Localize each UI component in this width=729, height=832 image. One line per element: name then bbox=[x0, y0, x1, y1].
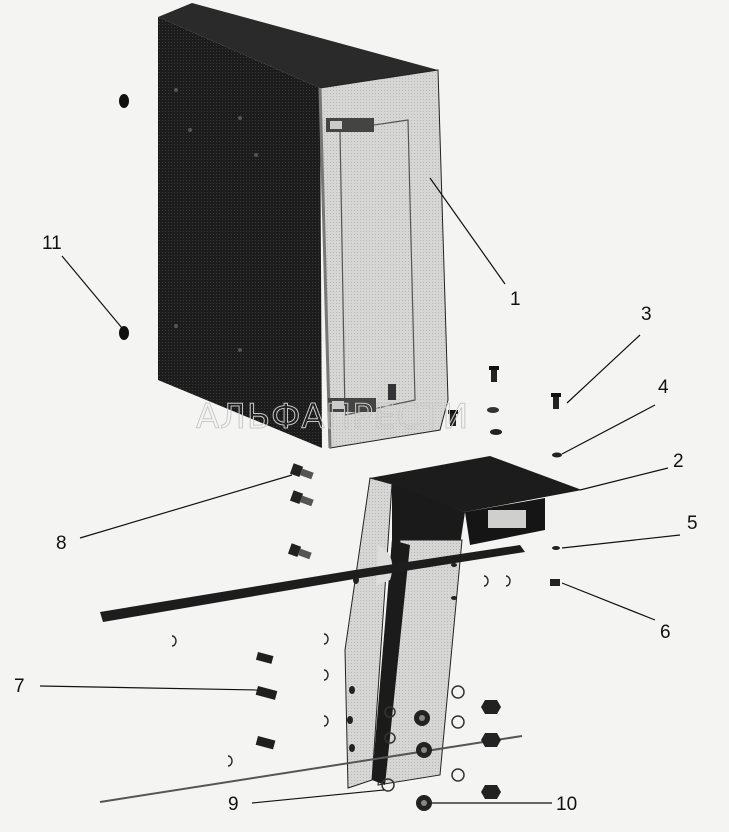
callout-11: 11 bbox=[42, 233, 62, 254]
callout-8: 8 bbox=[56, 533, 67, 554]
bracket-top-plate bbox=[370, 456, 582, 512]
grommet-top bbox=[119, 94, 129, 108]
frame-rail bbox=[99, 545, 525, 803]
grommet-parts bbox=[119, 94, 129, 340]
screws-part-3 bbox=[448, 366, 561, 426]
box-side-face bbox=[158, 17, 322, 448]
washers-part-9 bbox=[381, 685, 465, 792]
callout-3: 3 bbox=[641, 304, 652, 325]
nuts-part-5-6 bbox=[550, 546, 560, 586]
mounting-bracket bbox=[344, 456, 582, 789]
watermark: АЛЬФАПРЕСТИ bbox=[196, 397, 469, 437]
box-top-face bbox=[158, 3, 438, 88]
grommet-bottom bbox=[119, 326, 129, 340]
callout-4: 4 bbox=[658, 377, 669, 398]
leader-lines bbox=[39, 177, 681, 804]
rail-upper bbox=[100, 545, 525, 622]
callout-6: 6 bbox=[660, 622, 671, 643]
callout-5: 5 bbox=[687, 513, 698, 534]
cover-panel-outline bbox=[339, 119, 416, 416]
callout-1: 1 bbox=[510, 289, 521, 310]
callout-labels: 1 2 3 4 5 6 7 8 9 10 11 bbox=[14, 233, 698, 815]
callout-2: 2 bbox=[673, 451, 684, 472]
studs-part-7 bbox=[255, 652, 278, 750]
rail-lower bbox=[99, 735, 523, 803]
callout-7: 7 bbox=[14, 676, 25, 697]
latch bbox=[388, 384, 396, 400]
washers-part-4 bbox=[487, 407, 562, 458]
battery-box bbox=[158, 3, 449, 449]
callout-9: 9 bbox=[228, 794, 239, 815]
bolts-part-8 bbox=[287, 463, 314, 560]
nuts-part-10 bbox=[414, 700, 501, 811]
callout-10: 10 bbox=[556, 794, 577, 815]
